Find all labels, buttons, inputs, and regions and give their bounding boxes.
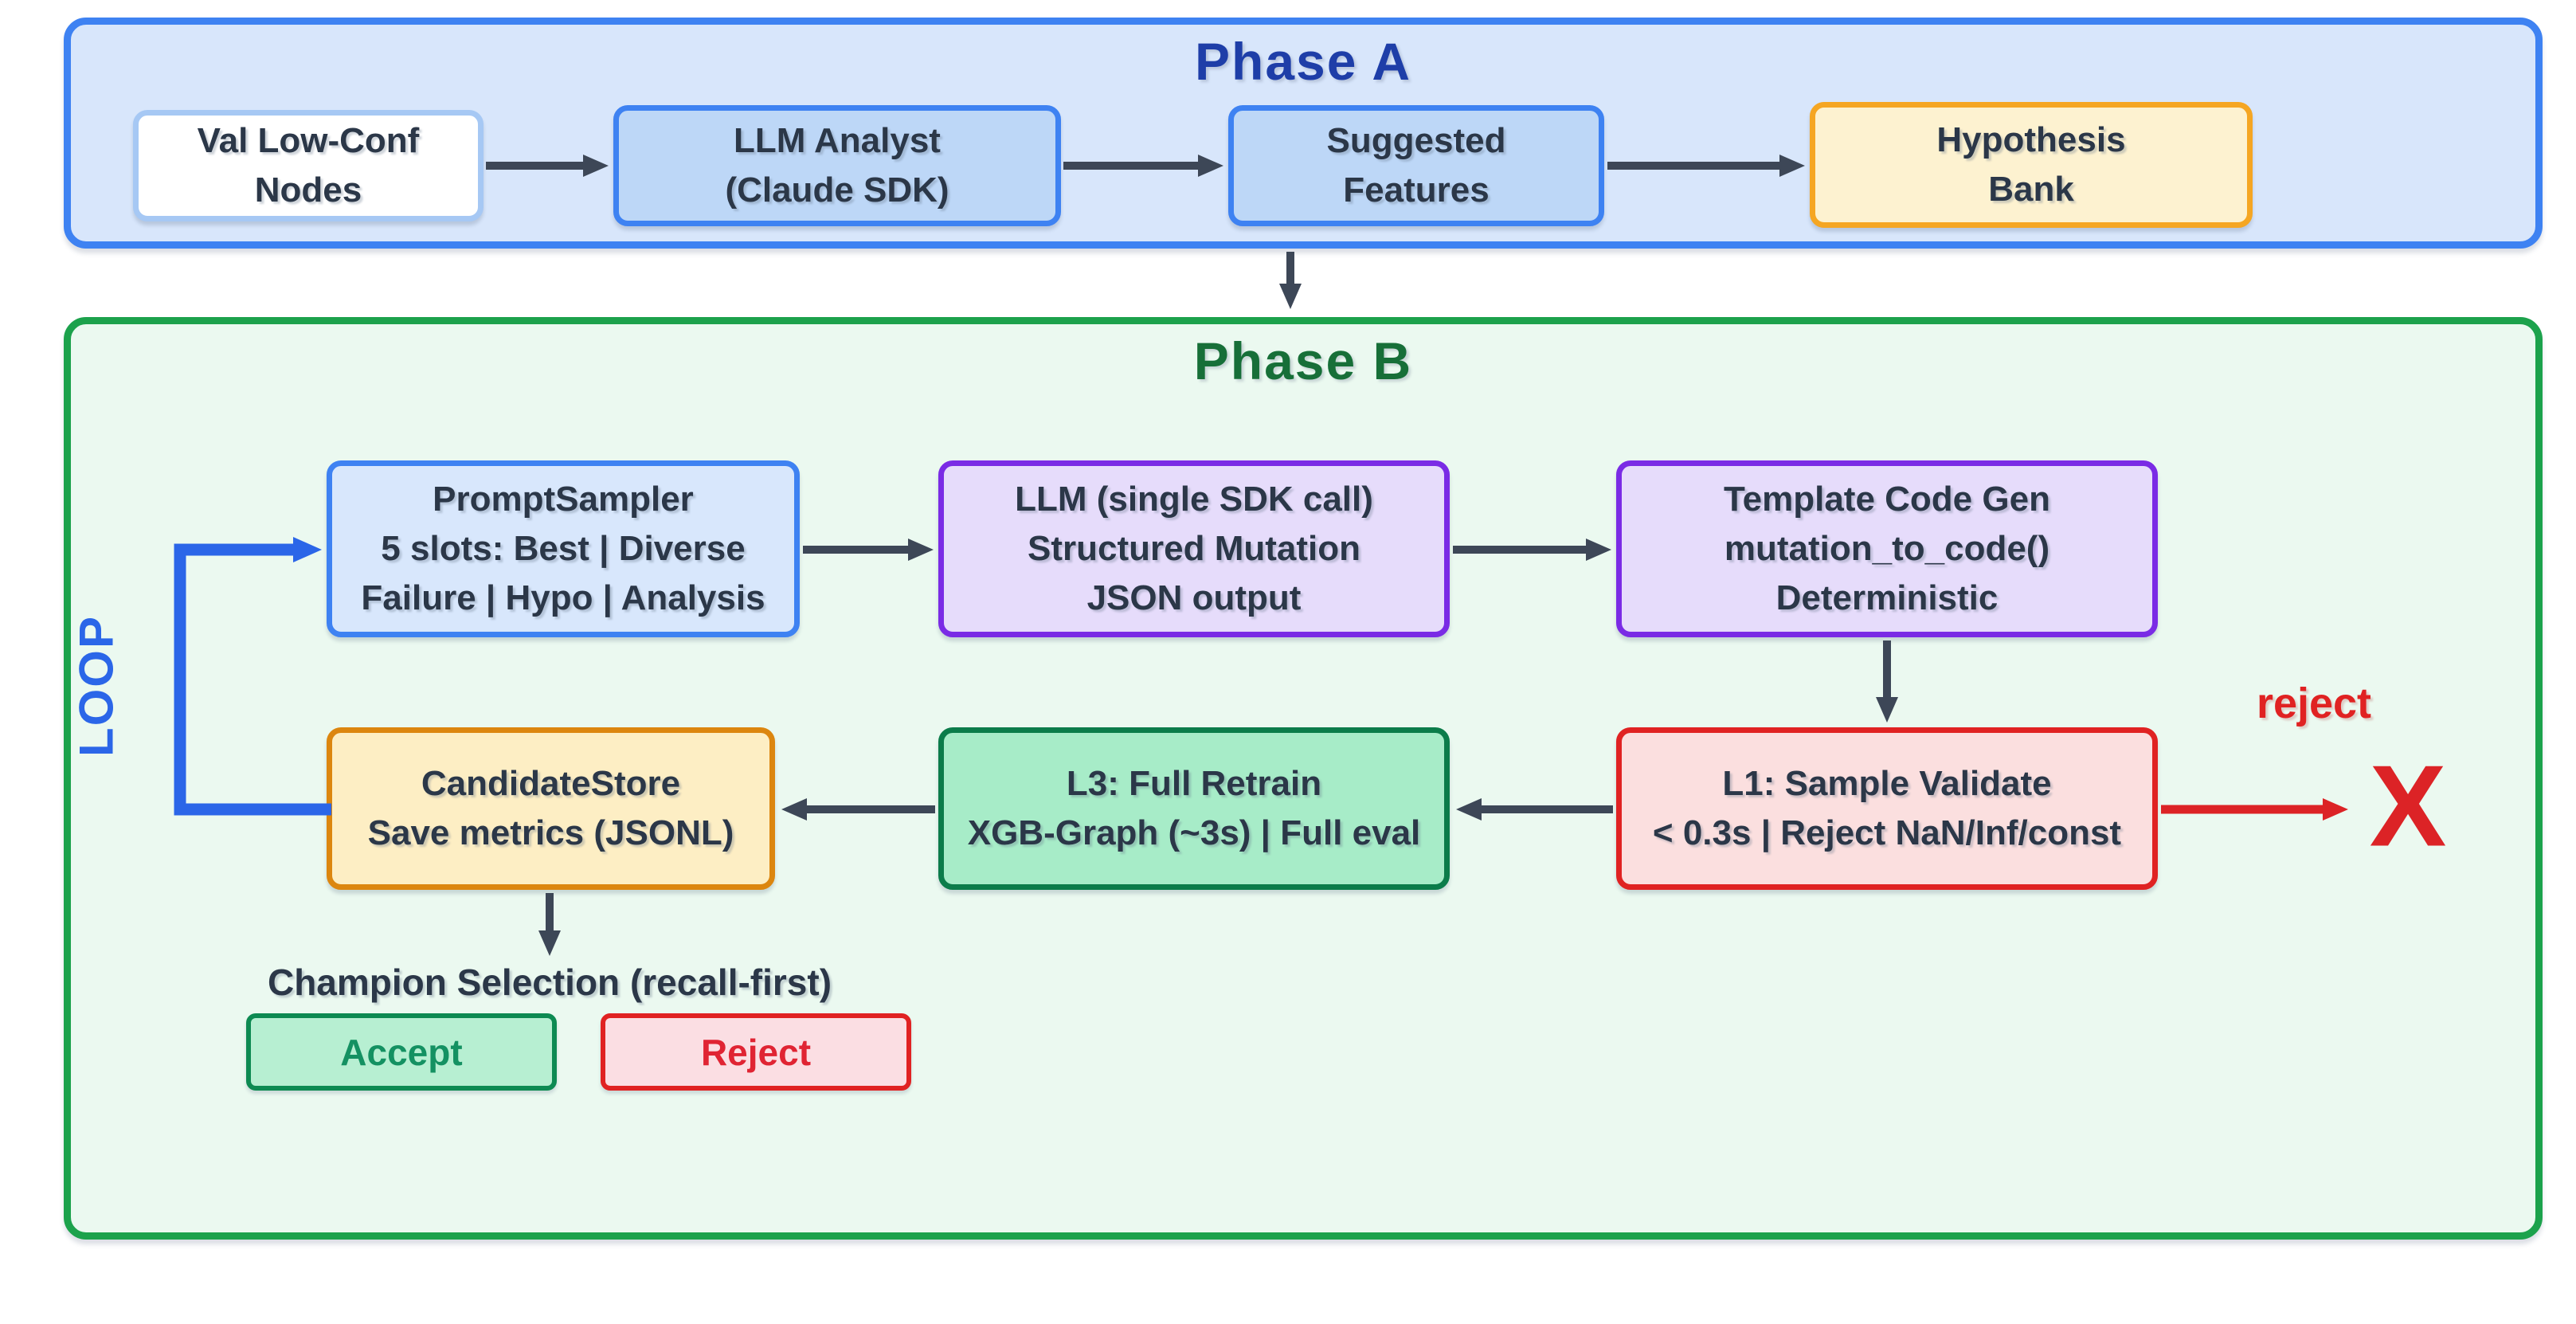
node-text-line: CandidateStore (421, 764, 681, 803)
node-suggested-features: Suggested Features (1228, 105, 1604, 226)
node-text-line: mutation_to_code() (1724, 529, 2050, 568)
node-text-line: LLM (single SDK call) (1015, 480, 1373, 519)
node-candidate-store: CandidateStore Save metrics (JSONL) (327, 727, 775, 890)
node-text-line: Nodes (254, 170, 362, 210)
node-l3-full-retrain: L3: Full Retrain XGB-Graph (~3s) | Full … (938, 727, 1450, 890)
reject-edge-label: reject (2256, 680, 2372, 727)
phase-a-title: Phase A (1194, 32, 1411, 91)
node-text-line: L1: Sample Validate (1722, 764, 2052, 803)
node-text-line: (Claude SDK) (725, 170, 949, 210)
node-llm-analyst: LLM Analyst (Claude SDK) (613, 105, 1061, 226)
node-text-line: Features (1343, 170, 1490, 210)
node-text-line: Failure | Hypo | Analysis (361, 578, 765, 617)
accept-chip-label: Accept (340, 1031, 463, 1073)
reject-chip-label: Reject (700, 1031, 812, 1073)
node-hypothesis-bank: Hypothesis Bank (1810, 102, 2253, 228)
node-text-line: Structured Mutation (1028, 529, 1360, 568)
node-text-line: PromptSampler (433, 480, 694, 519)
phase-b-title: Phase B (1193, 331, 1413, 390)
reject-x-mark: X (2369, 741, 2447, 871)
node-prompt-sampler: PromptSampler 5 slots: Best | Diverse Fa… (327, 460, 800, 637)
node-text-line: L3: Full Retrain (1066, 764, 1322, 803)
node-text-line: Save metrics (JSONL) (367, 813, 734, 852)
node-text-line: XGB-Graph (~3s) | Full eval (967, 813, 1421, 852)
champion-selection-heading: Champion Selection (recall-first) (267, 962, 832, 1003)
node-template-code-gen: Template Code Gen mutation_to_code() Det… (1616, 460, 2158, 637)
reject-chip: Reject (601, 1013, 911, 1091)
node-text-line: Hypothesis (1936, 120, 2126, 159)
accept-chip: Accept (246, 1013, 557, 1091)
node-text-line: Val Low-Conf (197, 121, 420, 160)
node-text-line: Bank (1988, 170, 2074, 209)
node-text-line: JSON output (1086, 578, 1302, 617)
node-text-line: 5 slots: Best | Diverse (381, 529, 746, 568)
node-val-low-conf-nodes: Val Low-Conf Nodes (133, 110, 483, 221)
loop-label: LOOP (69, 614, 123, 758)
node-text-line: Deterministic (1775, 578, 1999, 617)
node-text-line: Template Code Gen (1724, 480, 2050, 519)
node-text-line: Suggested (1326, 121, 1506, 160)
node-l1-sample-validate: L1: Sample Validate < 0.3s | Reject NaN/… (1616, 727, 2158, 890)
node-text-line: LLM Analyst (734, 121, 941, 160)
node-text-line: < 0.3s | Reject NaN/Inf/const (1652, 813, 2122, 852)
node-llm-mutation: LLM (single SDK call) Structured Mutatio… (938, 460, 1450, 637)
